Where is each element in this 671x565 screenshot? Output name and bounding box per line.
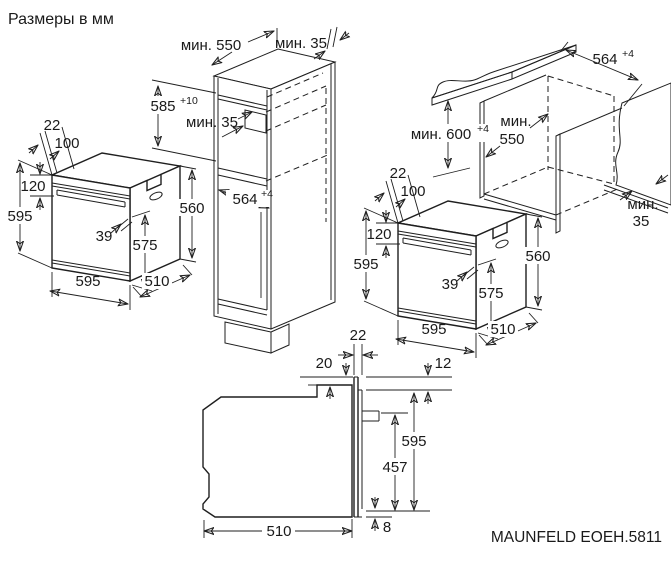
dim-oven-panel-height: 120 [366, 226, 391, 243]
dim-oven-handle-offset: 39 [442, 276, 459, 293]
dim-column-min-top-gap: мин. 35 [275, 35, 327, 52]
dim-side-height: 595 [401, 433, 426, 450]
label-backdrop [488, 321, 518, 337]
dim-oven-panel-height: 120 [20, 178, 45, 195]
label-backdrop [403, 124, 491, 142]
worktop-front-edge [431, 71, 513, 106]
dim-side-bottom-gap: 8 [383, 519, 391, 536]
label-backdrop [6, 207, 34, 224]
label-backdrop [141, 96, 195, 114]
label-backdrop [477, 284, 505, 301]
dim-side-top-recess: 20 [316, 355, 333, 372]
dim-oven-door-height: 575 [478, 285, 503, 302]
dim-side-rear-height: 457 [382, 459, 407, 476]
label-backdrop [226, 190, 270, 207]
oven-isometric-left [51, 152, 181, 282]
dim-column-niche-height: 585 [150, 98, 175, 115]
oven-isometric-right [397, 200, 527, 330]
dim-column-niche-width-tol: +4 [261, 188, 273, 200]
dim-base-min-height: мин. 600 [411, 126, 471, 143]
dim-oven-body-depth: 510 [490, 321, 515, 338]
dim-oven-height: 595 [353, 256, 378, 273]
dim-oven-front-gap: 22 [44, 117, 61, 134]
dim-oven-width: 595 [421, 321, 446, 338]
dim-base-niche-width: 564 [592, 51, 617, 68]
dim-side-door-overhang: 22 [350, 327, 367, 344]
dim-oven-handle-offset: 39 [96, 228, 113, 245]
dim-side-depth: 510 [266, 523, 291, 540]
model-name: MAUNFELD EOEH.5811 [491, 529, 662, 546]
label-backdrop [352, 255, 380, 272]
dim-oven-body-height: 560 [525, 248, 550, 265]
dim-base-niche-width-tol: +4 [622, 48, 634, 60]
label-backdrop [178, 199, 206, 216]
side-view-dimensions: 22 20 12 595 457 8 510 [204, 327, 452, 540]
dim-oven-front-gap: 22 [390, 165, 407, 182]
dim-oven-door-height: 575 [132, 237, 157, 254]
label-backdrop [400, 432, 428, 449]
adjacent-panel [615, 82, 671, 206]
dim-base-min-height-tol: +4 [477, 123, 489, 135]
label-backdrop [262, 522, 295, 538]
dim-oven-panel-depth: 100 [400, 183, 425, 200]
right-oven-dimensions: 595 22 100 120 39 575 560 595 [352, 165, 552, 358]
column-cabinet [212, 48, 337, 354]
side-view [202, 376, 380, 518]
dim-base-rear-gap-word: мин. [627, 196, 658, 213]
dim-oven-height: 595 [7, 208, 32, 225]
base-cabinet-dimensions: 564 +4 мин. 600 +4 мин. 550 мин. 35 [403, 41, 669, 230]
dim-column-min-rear-gap: мин. 35 [186, 114, 238, 131]
label-backdrop [524, 247, 552, 264]
worktop-surface [431, 44, 577, 99]
left-oven-dimensions: 595 22 100 120 39 575 560 595 [6, 117, 206, 310]
dim-oven-body-depth: 510 [144, 273, 169, 290]
label-backdrop [142, 273, 172, 289]
label-backdrop [131, 236, 159, 253]
dim-oven-body-height: 560 [179, 200, 204, 217]
dim-side-top-gap: 12 [435, 355, 452, 372]
page-title: Размеры в мм [8, 11, 114, 28]
dim-base-min-depth-value: 550 [499, 131, 524, 148]
dim-base-rear-gap-value: 35 [633, 213, 650, 230]
dim-oven-panel-depth: 100 [54, 135, 79, 152]
dim-column-niche-height-tol: +10 [180, 95, 198, 107]
label-backdrop [381, 458, 409, 475]
dim-column-min-depth: мин. 550 [181, 37, 241, 54]
dim-base-min-depth-word: мин. [500, 113, 531, 130]
base-cabinet [431, 44, 671, 234]
column-cabinet-dimensions: мин. 550 мин. 35 585 +10 мин. 35 564 +4 [141, 26, 349, 298]
dim-oven-width: 595 [75, 273, 100, 290]
dim-column-niche-width: 564 [232, 191, 257, 208]
